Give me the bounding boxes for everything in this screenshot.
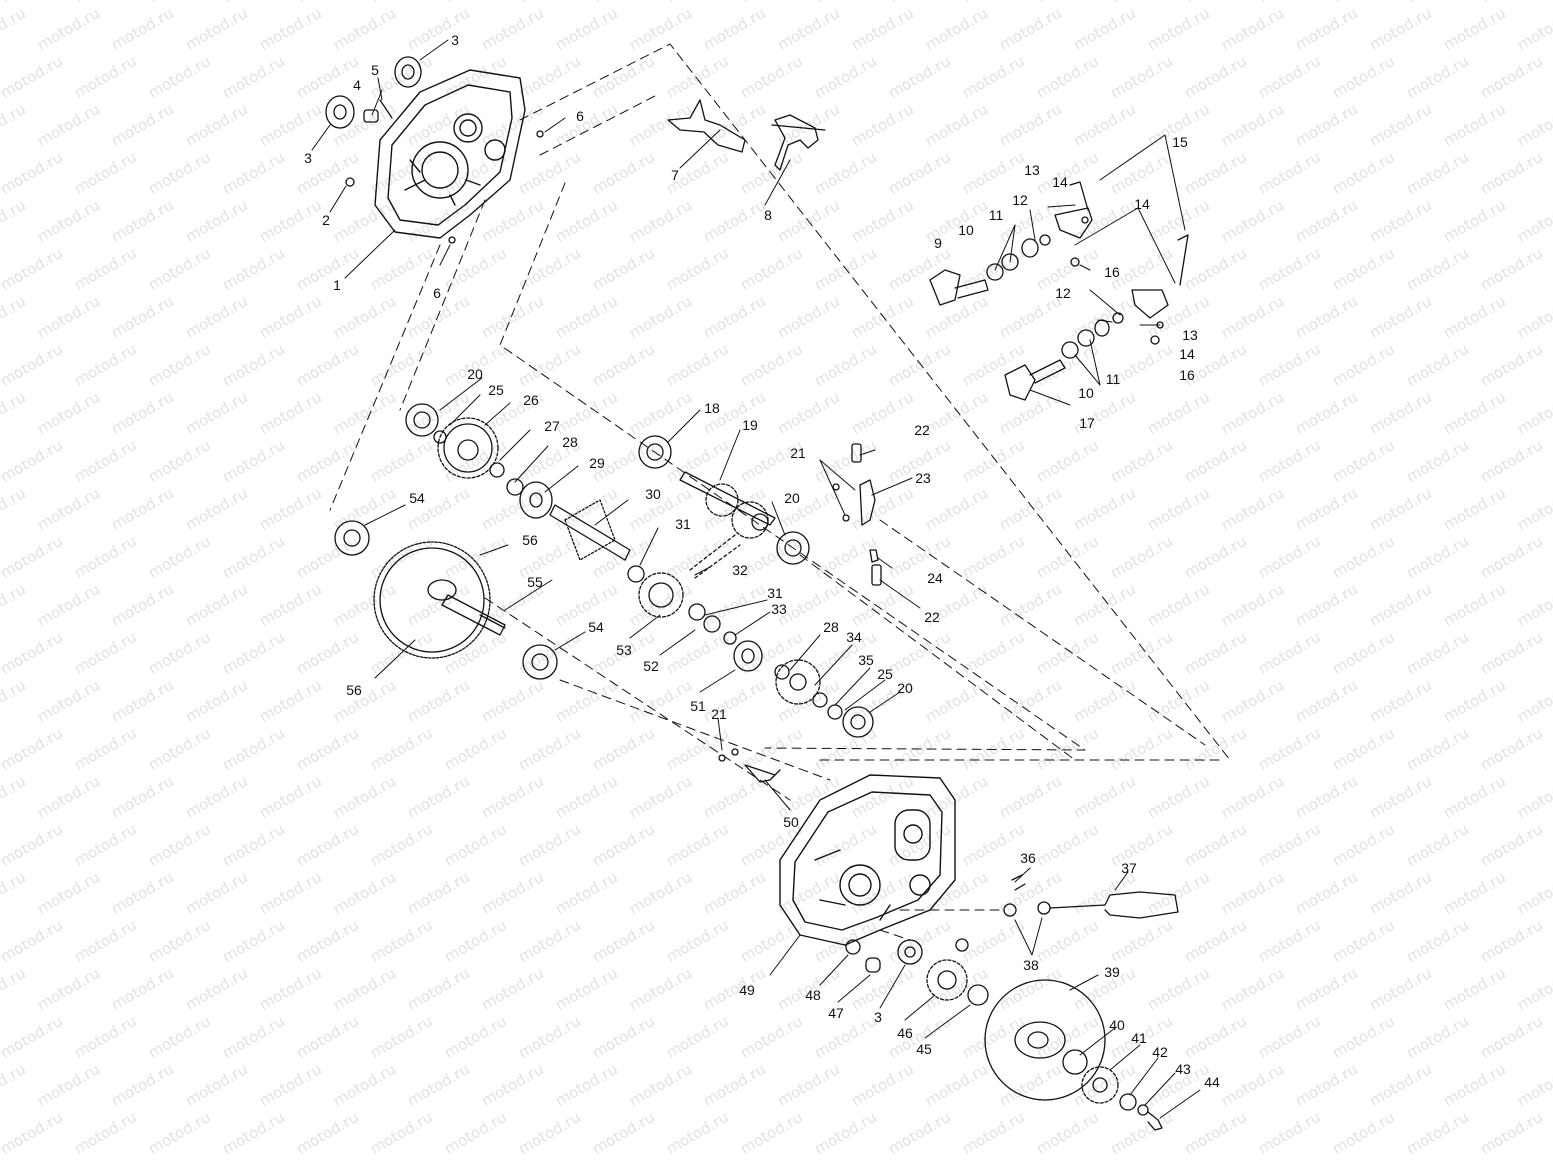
callout-label-46: 46 [897,1025,913,1041]
callout-label-25: 25 [877,666,893,682]
bearings [334,403,874,738]
callout-label-54: 54 [588,619,604,635]
callout-label-13: 13 [1024,162,1040,178]
callout-label-20: 20 [784,490,800,506]
callout-label-19: 19 [742,417,758,433]
callout-label-33: 33 [771,601,787,617]
callout-label-55: 55 [527,574,543,590]
callout-label-31: 31 [767,585,783,601]
callout-label-22: 22 [914,422,930,438]
callout-label-3: 3 [451,32,459,48]
callout-label-21: 21 [790,445,806,461]
callout-label-14: 14 [1179,346,1195,362]
shift-drum-pins [832,443,882,586]
shift-forks [667,99,826,171]
callout-label-47: 47 [828,1005,844,1021]
callout-label-6: 6 [576,108,584,124]
callout-label-14: 14 [1052,174,1068,190]
assembly-guide-lines [329,43,1231,941]
top-left-small-parts [325,56,544,244]
callout-label-16: 16 [1104,264,1120,280]
shift-shaft-assembly [929,181,1189,401]
callout-label-10: 10 [1078,385,1094,401]
callout-label-21: 21 [711,706,727,722]
right-crankcase [779,774,956,946]
callout-label-41: 41 [1131,1030,1147,1046]
callout-label-14: 14 [1134,196,1150,212]
callout-label-6: 6 [433,285,441,301]
callout-label-31: 31 [675,516,691,532]
callout-label-48: 48 [805,987,821,1003]
callout-label-38: 38 [1023,957,1039,973]
callout-label-29: 29 [589,455,605,471]
callout-label-25: 25 [488,382,504,398]
callout-label-4: 4 [353,77,361,93]
callout-label-20: 20 [467,366,483,382]
leader-lines [311,39,1201,1119]
callout-label-7: 7 [671,167,679,183]
callout-label-34: 34 [846,629,862,645]
callout-label-12: 12 [1055,285,1071,301]
callout-label-54: 54 [409,490,425,506]
callout-label-56: 56 [346,682,362,698]
callout-label-23: 23 [915,470,931,486]
callout-label-15: 15 [1172,134,1188,150]
gears-and-shafts [433,417,843,720]
callout-label-20: 20 [897,680,913,696]
callout-label-40: 40 [1109,1017,1125,1033]
callout-label-49: 49 [739,982,755,998]
callout-label-3: 3 [874,1009,882,1025]
callout-label-27: 27 [544,418,560,434]
drive-side-parts [845,874,1179,1131]
callout-label-28: 28 [823,619,839,635]
output-gear-and-shaft [373,541,506,659]
callout-label-5: 5 [371,62,379,78]
callout-label-18: 18 [704,400,720,416]
callout-label-30: 30 [645,486,661,502]
callout-label-1: 1 [333,277,341,293]
callout-label-42: 42 [1152,1044,1168,1060]
callout-label-2: 2 [322,212,330,228]
callout-label-13: 13 [1182,327,1198,343]
callout-label-10: 10 [958,222,974,238]
callout-label-37: 37 [1121,860,1137,876]
callout-label-26: 26 [523,392,539,408]
callout-label-16: 16 [1179,367,1195,383]
shift-stopper [718,748,781,783]
callout-label-9: 9 [934,235,942,251]
callout-label-11: 11 [1105,371,1121,387]
callout-label-22: 22 [924,609,940,625]
callout-label-17: 17 [1079,415,1095,431]
callout-label-56: 56 [522,532,538,548]
callout-label-51: 51 [690,698,706,714]
callout-label-8: 8 [764,207,772,223]
callout-label-36: 36 [1020,850,1036,866]
callout-label-43: 43 [1175,1061,1191,1077]
callout-label-52: 52 [643,658,659,674]
callout-label-3: 3 [304,150,312,166]
callout-label-35: 35 [858,652,874,668]
callout-label-11: 11 [988,207,1004,223]
left-case-cover [374,69,526,239]
callout-label-28: 28 [562,434,578,450]
callout-label-50: 50 [783,814,799,830]
callout-label-53: 53 [616,642,632,658]
callout-label-44: 44 [1204,1074,1220,1090]
callout-label-32: 32 [732,562,748,578]
callout-label-39: 39 [1104,964,1120,980]
callout-label-24: 24 [927,570,943,586]
callout-label-12: 12 [1012,192,1028,208]
callout-label-45: 45 [916,1041,932,1057]
